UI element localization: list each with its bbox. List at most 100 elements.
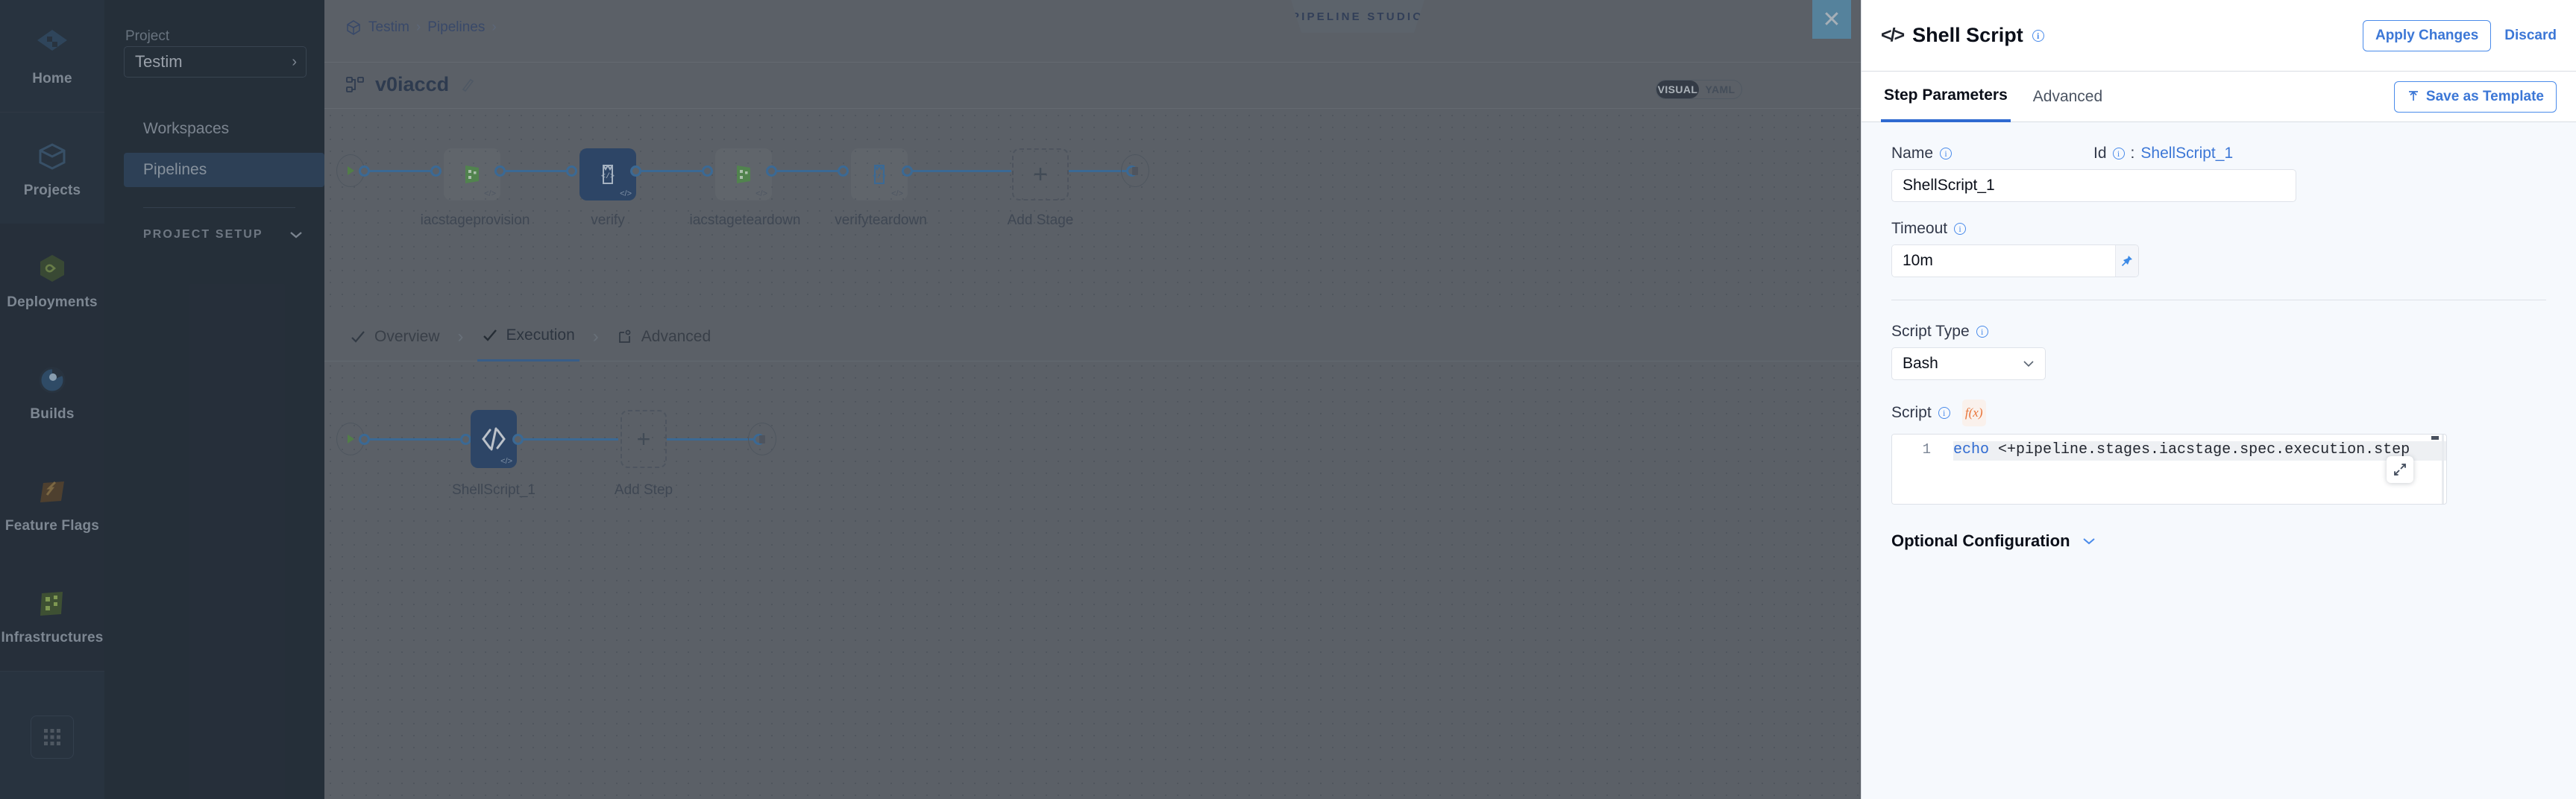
script-editor[interactable]: 1 echo <+pipeline.stages.iacstage.spec.e… <box>1891 434 2447 505</box>
view-mode-yaml[interactable]: YAML <box>1705 83 1735 95</box>
custom-stage-icon: </> <box>601 165 615 184</box>
add-step-button[interactable]: + <box>621 410 667 468</box>
discard-button[interactable]: Discard <box>2504 27 2557 43</box>
step-node-shellscript-1[interactable]: </> <box>471 410 517 468</box>
expression-fx-button[interactable]: f(x) <box>1961 400 1986 426</box>
add-stage-button[interactable]: + <box>1012 148 1069 200</box>
connector <box>368 170 435 172</box>
connector <box>503 170 571 172</box>
tab-label: Execution <box>506 326 575 344</box>
timeout-field[interactable] <box>1891 244 2139 277</box>
script-type-select[interactable]: Bash <box>1891 347 2046 380</box>
pipeline-name: v0iaccd <box>375 73 450 95</box>
tab-execution[interactable]: Execution <box>477 312 579 361</box>
upload-template-icon <box>2408 90 2418 101</box>
tab-overview[interactable]: Overview <box>345 312 444 361</box>
svg-text:</>: </> <box>873 172 886 181</box>
save-as-template-label: Save as Template <box>2425 88 2544 104</box>
optional-configuration-toggle[interactable]: Optional Configuration <box>1891 531 2546 551</box>
panel-header: </> Shell Script i Apply Changes Discard <box>1862 0 2576 72</box>
view-mode-visual[interactable]: VISUAL <box>1656 80 1699 98</box>
save-as-template-button[interactable]: Save as Template <box>2393 80 2557 113</box>
editor-gutter: 1 <box>1892 435 1938 504</box>
home-icon <box>37 29 67 51</box>
sidebar-item-feature-flags[interactable]: Feature Flags <box>0 447 104 559</box>
timeout-input[interactable] <box>1892 245 2115 277</box>
info-icon[interactable]: i <box>1954 223 1967 235</box>
sidebar-item-builds[interactable]: Builds <box>0 335 104 447</box>
pencil-icon[interactable] <box>459 77 476 93</box>
timeout-label: Timeout <box>1891 220 1948 237</box>
deployments-infinity-icon <box>40 254 64 282</box>
fx-label: f(x) <box>1964 405 1983 420</box>
connector <box>1069 170 1131 172</box>
expand-editor-button[interactable] <box>2387 456 2413 483</box>
id-separator: : <box>2130 145 2135 162</box>
id-value: ShellScript_1 <box>2140 145 2234 162</box>
project-setup-section[interactable]: PROJECT SETUP <box>143 224 304 246</box>
editor-scrollbar-horizontal[interactable] <box>2431 436 2439 440</box>
id-label: Id <box>2093 145 2107 162</box>
apply-changes-button[interactable]: Apply Changes <box>2362 19 2492 51</box>
chevron-down-icon <box>2023 361 2034 367</box>
project-setup-label: PROJECT SETUP <box>143 228 263 241</box>
close-studio-button[interactable]: ✕ <box>1812 0 1851 39</box>
sidebar-item-deployments[interactable]: Deployments <box>0 224 104 335</box>
optional-configuration-label: Optional Configuration <box>1891 531 2070 550</box>
infrastructure-stage-icon <box>465 165 479 183</box>
project-selector[interactable]: Testim › <box>124 46 307 78</box>
add-step-label: Add Step <box>614 482 673 498</box>
sidebar-item-infrastructures[interactable]: Infrastructures <box>0 559 104 671</box>
sidebar-item-label: Feature Flags <box>4 517 100 534</box>
stage-node-iacstageprovision[interactable]: </> <box>444 148 500 200</box>
sidebar-item-pipelines[interactable]: Pipelines <box>124 153 324 187</box>
script-label: Script <box>1891 404 1932 421</box>
view-mode-toggle[interactable]: VISUAL YAML <box>1656 80 1742 99</box>
sidebar-item-workspaces[interactable]: Workspaces <box>124 112 324 146</box>
script-label-group: Script i <box>1891 404 1950 422</box>
code-badge-icon: </> <box>484 189 496 198</box>
stage-label: verify <box>591 212 625 228</box>
stage-label: verifyteardown <box>835 212 927 228</box>
panel-header-actions: Apply Changes Discard <box>2362 19 2557 51</box>
pipeline-canvas[interactable]: </> iacstageprovision </> </> <box>324 110 1861 799</box>
info-icon[interactable]: i <box>2112 148 2125 160</box>
sidebar-item-home[interactable]: Home <box>0 0 104 112</box>
editor-code-line[interactable]: echo <+pipeline.stages.iacstage.spec.exe… <box>1953 441 2446 461</box>
info-icon[interactable]: i <box>1940 148 1953 160</box>
app-grid-container <box>0 702 104 799</box>
tab-separator-icon: › <box>457 326 464 347</box>
info-icon[interactable]: i <box>1976 326 1988 338</box>
chevron-right-icon: › <box>292 53 297 70</box>
check-icon <box>351 330 365 343</box>
breadcrumb-item-project[interactable]: Testim <box>368 19 409 35</box>
pin-icon <box>2121 256 2132 267</box>
step-end-node[interactable] <box>748 423 776 455</box>
script-type-label-group: Script Type i <box>1891 323 2546 341</box>
panel-body[interactable]: Name i Id i : ShellScript_1 Timeout i <box>1862 122 2576 799</box>
breadcrumb-item-pipelines[interactable]: Pipelines <box>427 19 486 35</box>
pipeline-end-node[interactable] <box>1121 154 1149 187</box>
play-icon <box>348 435 354 443</box>
stage-node-verifyteardown[interactable]: </> </> <box>851 148 908 200</box>
pin-button[interactable] <box>2115 245 2138 277</box>
pipeline-studio-badge: PIPELINE STUDIO <box>1291 0 1424 33</box>
stage-node-iacstageteardown[interactable]: </> <box>715 148 772 200</box>
info-icon[interactable]: i <box>1938 407 1950 419</box>
editor-scrollbar-vertical[interactable] <box>2442 435 2444 504</box>
primary-nav-rail: Home Projects Deployments <box>0 0 104 799</box>
info-icon[interactable]: i <box>2032 29 2044 42</box>
sidebar-item-label: Workspaces <box>143 120 230 137</box>
project-label: Project <box>125 28 170 44</box>
tab-advanced[interactable]: Advanced <box>612 312 715 361</box>
stage-node-verify[interactable]: </> </> <box>579 148 636 200</box>
tab-advanced[interactable]: Advanced <box>2032 87 2103 105</box>
name-input[interactable] <box>1891 169 2296 202</box>
code-badge-icon: </> <box>500 457 512 466</box>
app-grid-button[interactable] <box>31 716 74 759</box>
sidebar-item-label: Home <box>32 70 72 86</box>
tab-step-parameters[interactable]: Step Parameters <box>1881 72 2011 122</box>
sidebar-item-projects[interactable]: Projects <box>0 112 104 224</box>
pipeline-studio-main: Testim › Pipelines › PIPELINE STUDIO ✕ <box>324 0 1861 799</box>
